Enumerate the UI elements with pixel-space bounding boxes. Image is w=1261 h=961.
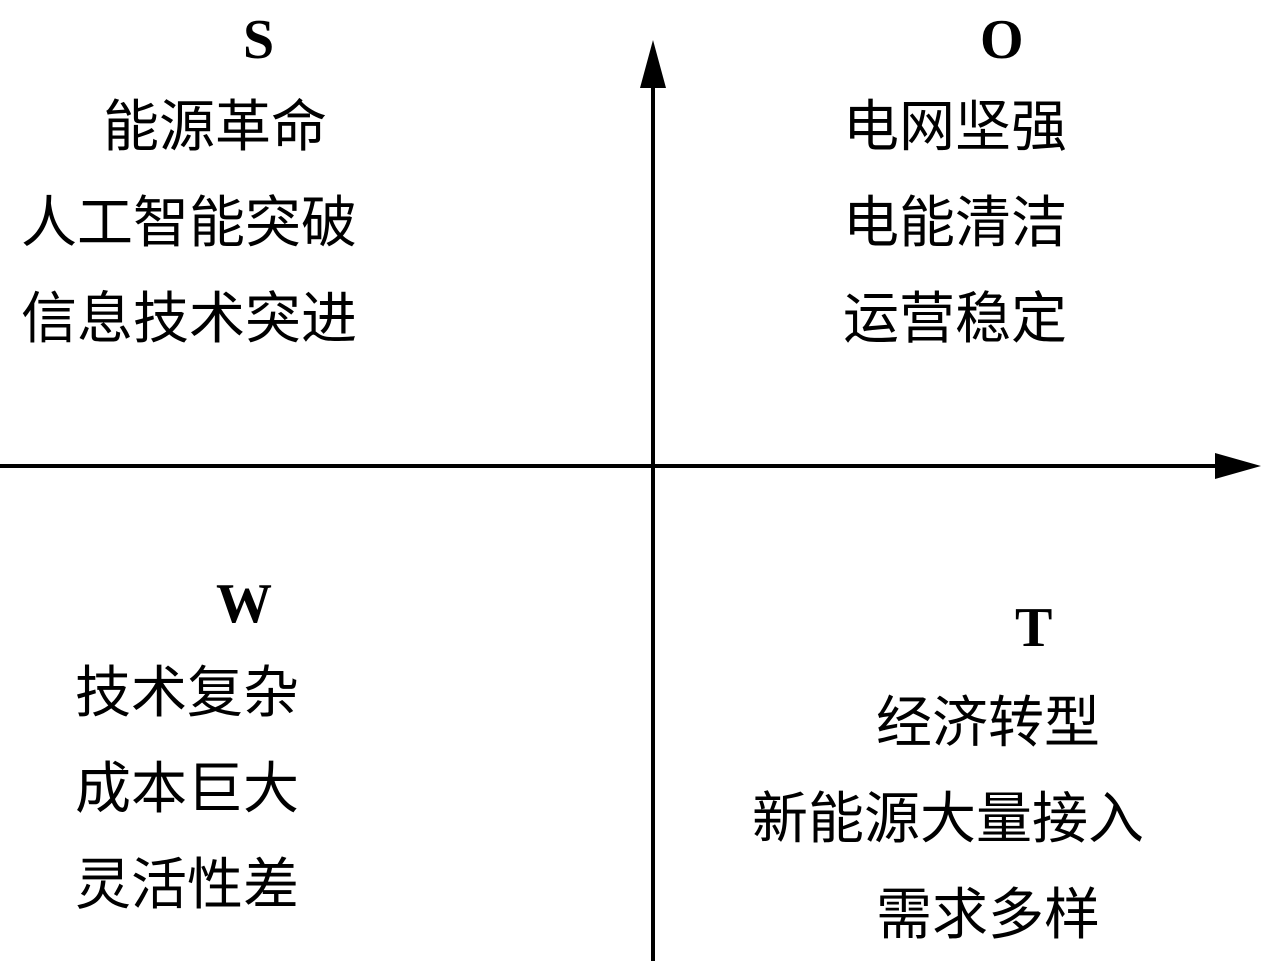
threat-item: 经济转型 [876,691,1100,756]
threat-item: 新能源大量接入 [752,787,1144,852]
horizontal-axis-arrowhead [1215,453,1261,479]
strength-item: 能源革命 [103,95,327,160]
strengths-letter: S [243,9,275,71]
strength-item: 人工智能突破 [21,191,357,256]
weakness-item: 成本巨大 [75,757,299,822]
opportunity-item: 运营稳定 [843,287,1067,352]
strength-item: 信息技术突进 [21,287,357,352]
opportunity-item: 电能清洁 [843,191,1067,256]
threat-item: 需求多样 [876,883,1100,948]
threats-letter: T [1015,597,1053,659]
opportunities-letter: O [980,9,1024,71]
weaknesses-letter: W [216,573,272,635]
weakness-item: 灵活性差 [75,853,299,918]
weakness-item: 技术复杂 [75,661,299,726]
vertical-axis-arrowhead [640,40,666,88]
opportunity-item: 电网坚强 [843,95,1067,160]
